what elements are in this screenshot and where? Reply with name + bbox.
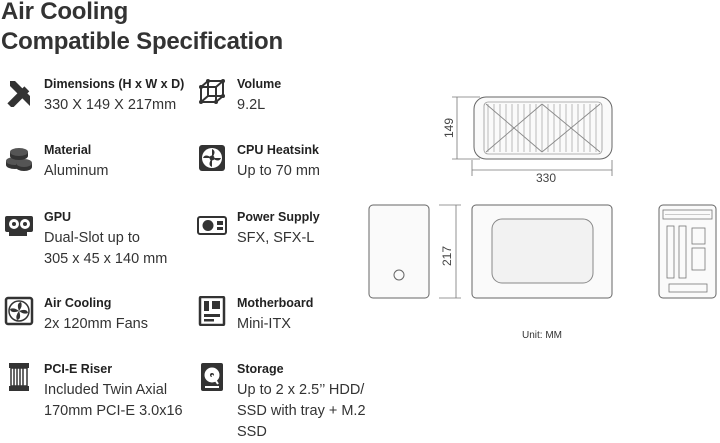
side-views-drawing: 217 [368, 204, 717, 299]
spec-value: Mini-ITX [237, 316, 291, 332]
spec-value: Included Twin Axial 170mm PCI-E 3.0x16 [44, 382, 183, 419]
top-view-case [473, 96, 613, 160]
side-height-label: 217 [440, 246, 454, 266]
spec-value: Dual-Slot up to 305 x 45 x 140 mm [44, 230, 168, 267]
spec-label: Volume [237, 77, 282, 91]
spec-label: Motherboard [237, 296, 314, 310]
hard-drive-icon [201, 363, 223, 391]
spec-label: Material [44, 143, 92, 157]
top-view-drawing: 149 330 [442, 96, 613, 185]
spec-value: Aluminum [44, 163, 109, 179]
spec-label: CPU Heatsink [237, 143, 319, 157]
side-view-case [471, 204, 613, 299]
fan-icon [4, 296, 34, 326]
metal-stack-icon [6, 148, 32, 171]
spec-label: Air Cooling [44, 296, 112, 310]
motherboard-icon [198, 296, 226, 326]
graphics-card-icon [5, 216, 33, 236]
front-view-case [368, 204, 430, 299]
spec-label: Power Supply [237, 210, 320, 224]
ruler-pencil-icon [7, 81, 30, 107]
title-line-2: Compatible Specification [1, 28, 283, 55]
riser-cable-icon [9, 363, 29, 391]
spec-value: 9.2L [237, 97, 266, 113]
spec-label: Dimensions (H x W x D) [44, 77, 185, 91]
spec-value: Up to 70 mm [237, 163, 320, 179]
spec-label: PCI-E Riser [44, 362, 113, 376]
spec-label: Storage [237, 362, 284, 376]
spec-label: GPU [44, 210, 72, 224]
fan-heatsink-icon [199, 145, 225, 171]
power-supply-icon [197, 216, 227, 235]
top-width-label: 330 [536, 171, 556, 185]
rear-view-case [658, 204, 717, 299]
cube-icon [199, 79, 225, 104]
top-height-label: 149 [442, 118, 456, 138]
spec-value: Up to 2 x 2.5’’ HDD/ SSD with tray + M.2… [237, 382, 366, 440]
spec-value: 2x 120mm Fans [44, 316, 148, 332]
unit-label: Unit: MM [522, 330, 562, 341]
spec-value: SFX, SFX-L [237, 230, 315, 246]
title-line-1: Air Cooling [1, 0, 129, 25]
spec-value: 330 X 149 X 217mm [44, 97, 177, 113]
